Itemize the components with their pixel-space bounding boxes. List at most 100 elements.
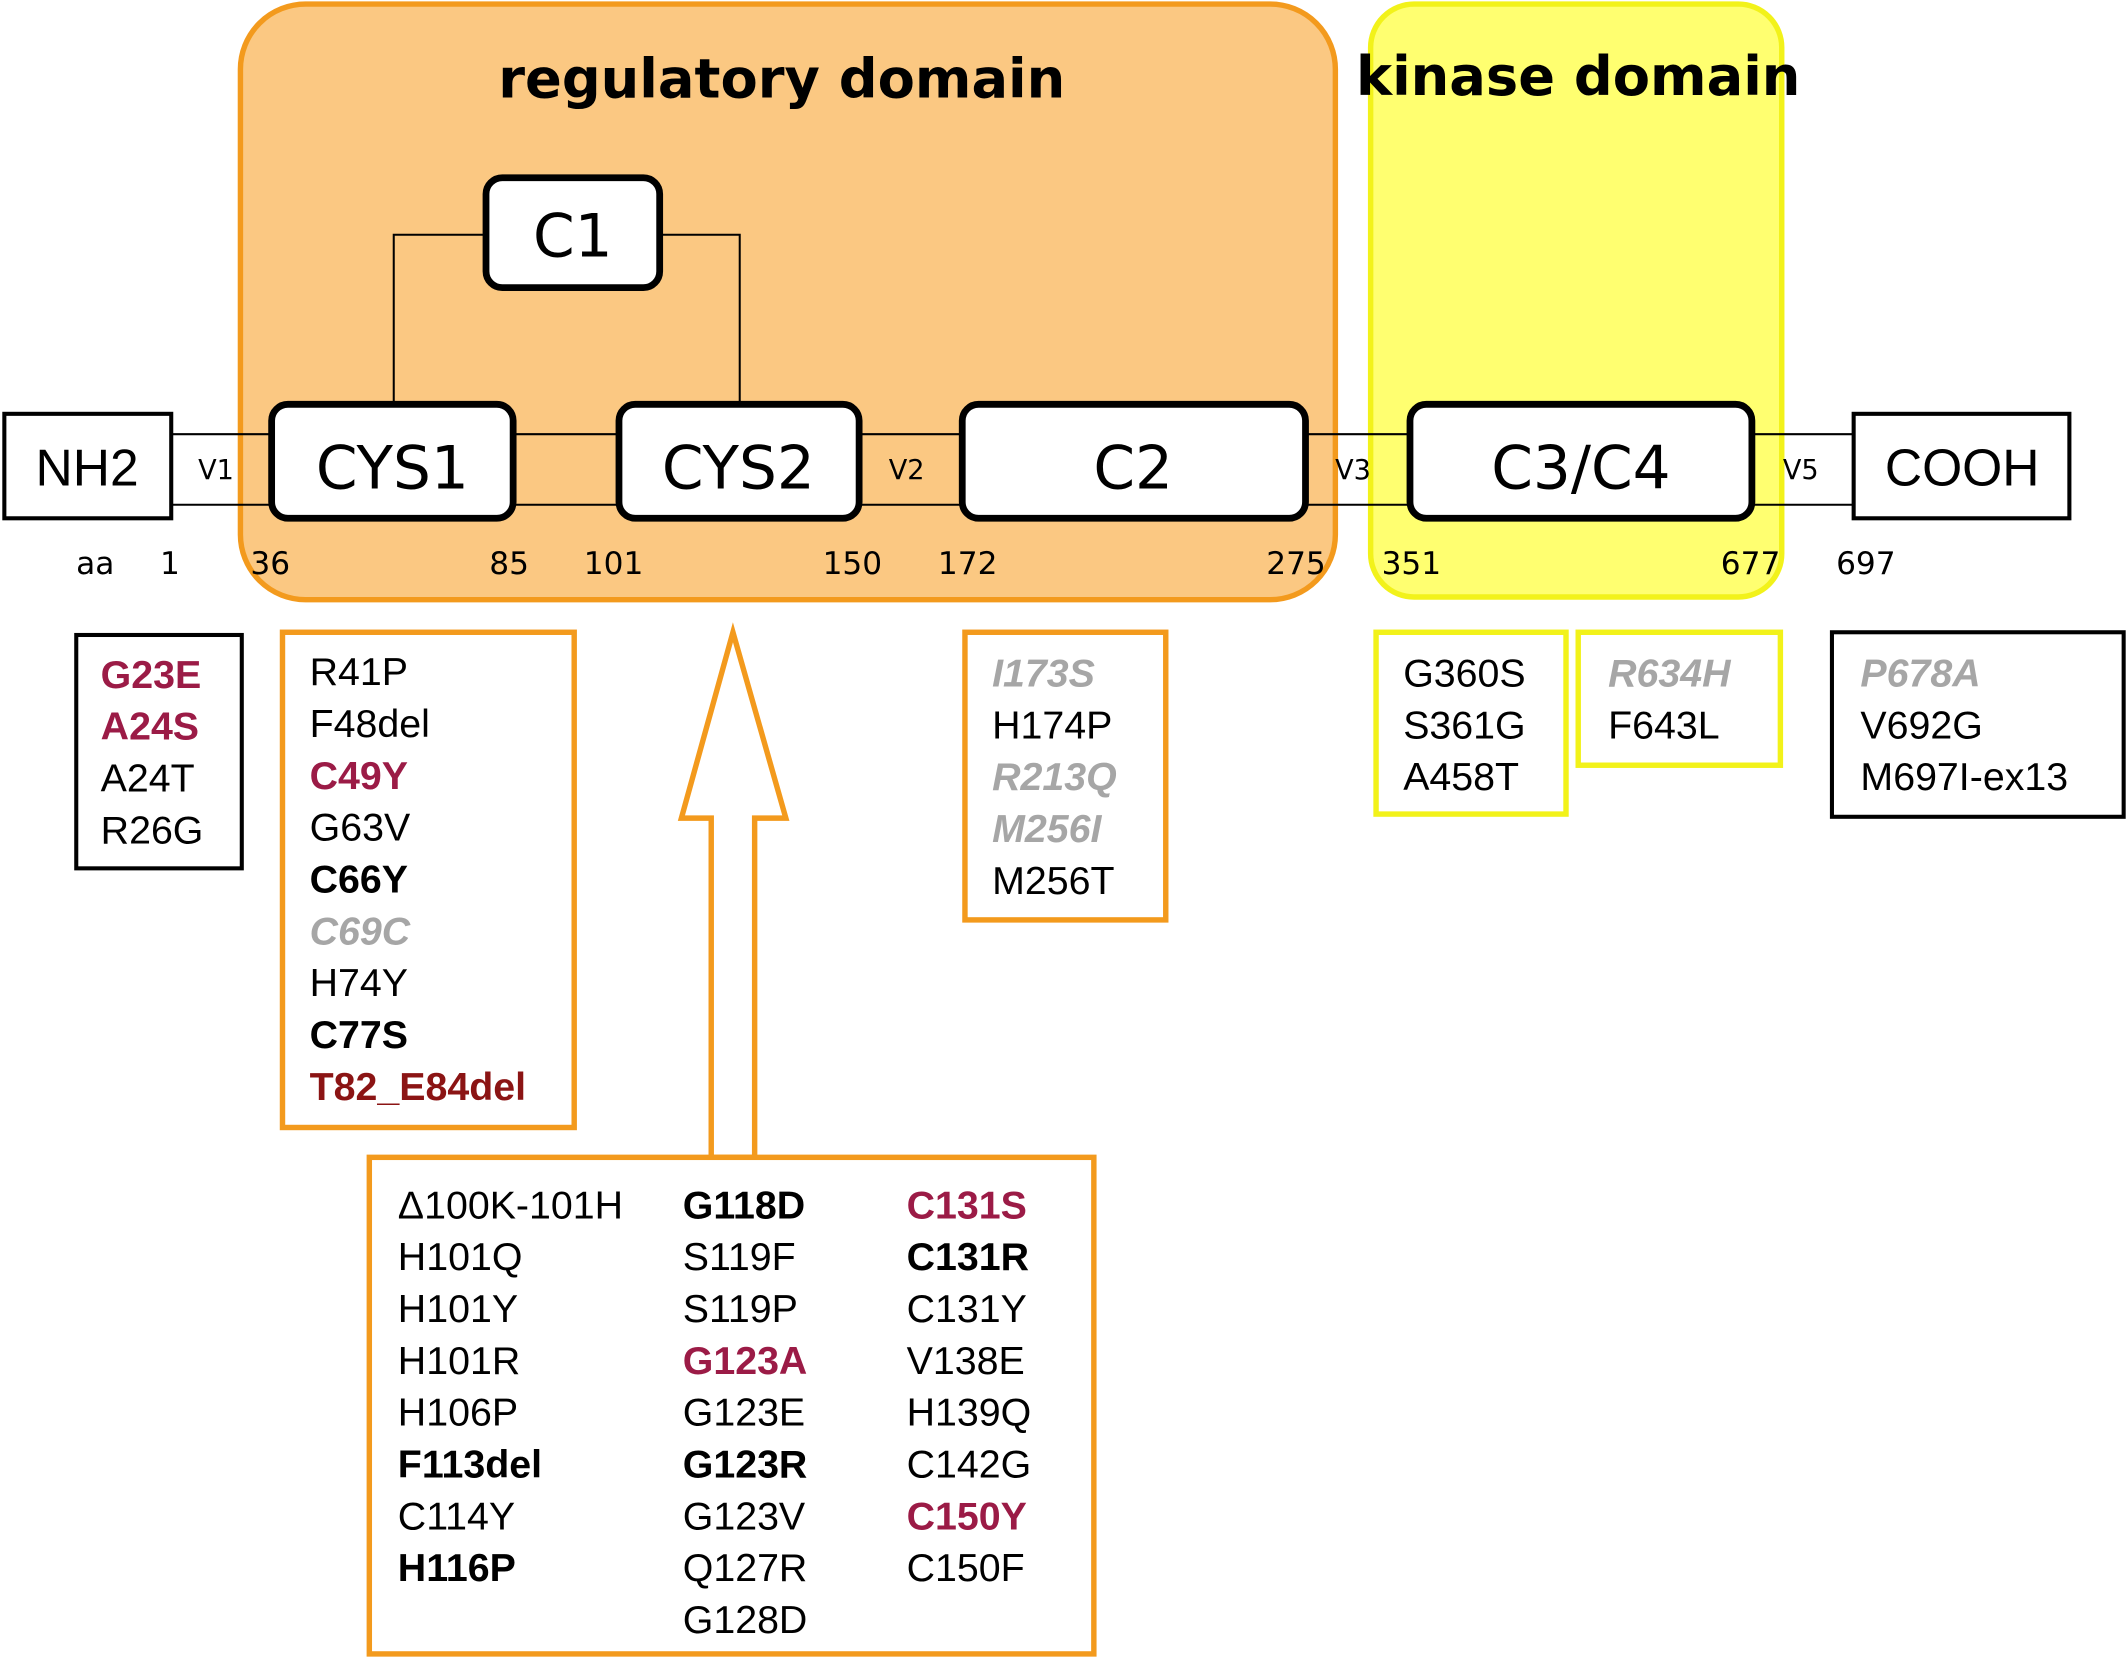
c1-box (482, 174, 664, 292)
mutation-label: H106P (398, 1391, 518, 1435)
mutation-label: G123A (683, 1339, 808, 1383)
kinase-mutation-list-a: G360S S361G A458T (1403, 652, 1525, 800)
position-697: 697 (1836, 546, 1896, 582)
mutation-label: C131Y (907, 1287, 1027, 1331)
mutation-label: R26G (101, 808, 204, 852)
nh2-label: NH2 (36, 439, 139, 497)
mutation-label: C69C (310, 909, 411, 953)
cys2-box (615, 400, 863, 522)
position-36: 36 (250, 546, 290, 582)
mutation-label: G123E (683, 1391, 805, 1435)
mutation-label: G118D (683, 1183, 805, 1227)
mutation-label: F643L (1608, 703, 1720, 747)
c2-box (958, 400, 1309, 522)
position-150: 150 (823, 546, 883, 582)
mutation-label: C142G (907, 1443, 1032, 1487)
c2-mutation-list: I173S H174P R213Q M256I M256T (992, 652, 1117, 903)
position-677: 677 (1721, 546, 1781, 582)
position-172: 172 (938, 546, 998, 582)
mutation-label: G128D (683, 1598, 808, 1642)
cys2-label: CYS2 (662, 434, 815, 503)
mutation-label: M697I-ex13 (1860, 755, 2068, 799)
backbone-lines (171, 233, 1854, 506)
mutation-label: T82_E84del (310, 1065, 526, 1109)
cys1-box (268, 400, 517, 522)
position-101: 101 (584, 546, 644, 582)
cooh-mutation-box (1829, 630, 2126, 819)
nh2-mutation-list: G23E A24S A24T R26G (101, 653, 204, 852)
mutation-label: G360S (1403, 652, 1525, 696)
mutation-label: C131R (907, 1235, 1029, 1279)
c2-mutation-box (962, 629, 1169, 923)
mutation-label: F113del (398, 1443, 542, 1487)
kinase-mutation-list-b: R634H F643L (1608, 652, 1732, 748)
mutation-label: H101Y (398, 1287, 518, 1331)
position-85: 85 (489, 546, 529, 582)
cooh-label: COOH (1885, 439, 2040, 497)
kinase-mutation-box-b (1575, 629, 1784, 768)
mutation-label: H174P (992, 703, 1112, 747)
mutation-label: G123R (683, 1443, 808, 1487)
mutation-label: V138E (907, 1339, 1025, 1383)
mutation-label: A24S (101, 705, 199, 749)
position-1: 1 (160, 546, 180, 582)
mutation-label: A458T (1403, 755, 1519, 799)
mutation-label: G23E (101, 653, 202, 697)
c3c4-label: C3/C4 (1491, 434, 1670, 503)
v3-label: V3 (1335, 455, 1371, 486)
mutation-label: H101R (398, 1339, 520, 1383)
mutation-label: F48del (310, 702, 430, 746)
mutation-label: A24T (101, 757, 195, 801)
mutation-label: M256T (992, 859, 1114, 903)
mutation-label: S119F (683, 1235, 796, 1279)
mutation-label: C150Y (907, 1494, 1027, 1538)
c2-label: C2 (1093, 434, 1173, 503)
mutation-label: R213Q (992, 755, 1117, 799)
mutation-label: H139Q (907, 1391, 1032, 1435)
mutation-label: C114Y (398, 1494, 515, 1538)
v5-label: V5 (1783, 455, 1819, 486)
position-275: 275 (1266, 546, 1326, 582)
cys2-mutation-list: Δ100K-101H H101Q H101Y H101R H106P F113delC11… (398, 1183, 1031, 1642)
cooh-mutation-list: P678A V692G M697I-ex13 (1860, 652, 2068, 800)
mutation-label: Q127R (683, 1546, 808, 1590)
mutation-label: C150F (907, 1546, 1025, 1590)
mutation-label: R634H (1608, 652, 1732, 696)
cys2-callout-arrow (677, 622, 790, 1161)
mutation-label: P678A (1860, 652, 1980, 696)
mutation-label: S361G (1403, 703, 1525, 747)
mutation-label: H116P (398, 1546, 516, 1590)
mutation-label: Δ100K-101H (398, 1183, 623, 1227)
c3c4-box (1406, 400, 1756, 522)
aa-position-row: aa 1 36 85 101 150 172 275 351 677 697 (76, 546, 1895, 582)
regulatory-domain-label: regulatory domain (498, 48, 1065, 111)
nh2-mutation-box (74, 632, 244, 871)
mutation-label: C66Y (310, 857, 408, 901)
mutation-label: I173S (992, 652, 1095, 696)
mutation-label: H74Y (310, 961, 408, 1005)
mutation-label: M256I (992, 807, 1102, 851)
cooh-box (1851, 411, 2072, 521)
cys1-label: CYS1 (316, 434, 469, 503)
mutation-label: G123V (683, 1494, 806, 1538)
c1-label: C1 (533, 202, 613, 271)
aa-label: aa (76, 546, 114, 582)
kinase-domain-label: kinase domain (1356, 45, 1800, 108)
v2-label: V2 (889, 455, 925, 486)
mutation-label: H101Q (398, 1235, 523, 1279)
mutation-label: C49Y (310, 754, 408, 798)
cys2-mutation-box (366, 1154, 1097, 1657)
nh2-box (2, 411, 174, 521)
v1-label: V1 (198, 455, 234, 486)
cys1-mutation-box (279, 629, 577, 1131)
mutation-label: V692G (1860, 703, 1982, 747)
mutation-label: C131S (907, 1183, 1027, 1227)
mutation-label: G63V (310, 806, 411, 850)
mutation-label: S119P (683, 1287, 798, 1331)
position-351: 351 (1382, 546, 1442, 582)
kinase-mutation-box-a (1373, 629, 1569, 817)
mutation-label: R41P (310, 650, 408, 694)
mutation-label: C77S (310, 1013, 408, 1057)
